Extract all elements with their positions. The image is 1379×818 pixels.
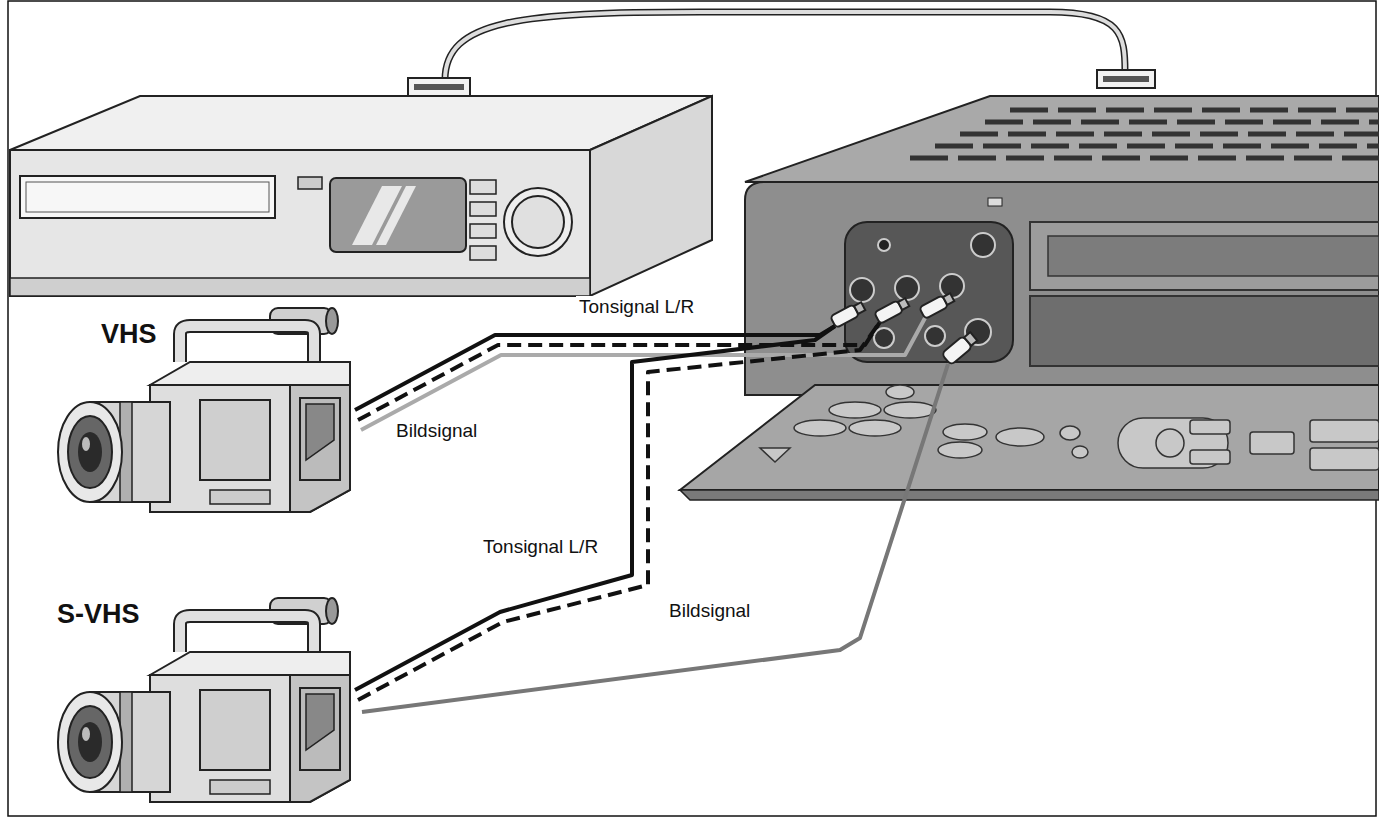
- vhs-camcorder: [58, 308, 350, 512]
- signal-label: Tonsignal L/R: [576, 296, 697, 319]
- rca-plugs-part-part: [854, 302, 865, 314]
- front-buttons-part: [1156, 429, 1184, 457]
- video-recorder-target-part: [878, 239, 890, 251]
- device-label: S-VHS: [54, 598, 143, 630]
- front-buttons-part: [1072, 446, 1088, 458]
- scart-cable-part: [408, 78, 470, 96]
- front-buttons-part: [1190, 420, 1230, 434]
- vhs-cables-part: [355, 326, 835, 410]
- front-buttons-part: [996, 428, 1044, 446]
- front-buttons: [760, 385, 1379, 470]
- video-recorder-source-part: [10, 278, 590, 296]
- rca-plugs: [830, 291, 978, 365]
- video-recorder-target-part: [925, 326, 945, 346]
- front-buttons-part: [1190, 450, 1230, 464]
- video-recorder-target-part: [845, 222, 1013, 362]
- svhs-cables: [355, 322, 948, 712]
- video-recorder-source-part: [376, 186, 416, 245]
- signal-label: Bildsignal: [666, 600, 753, 623]
- front-buttons-part: [886, 385, 914, 399]
- front-buttons-part: [760, 448, 790, 462]
- video-recorder-source-part: [330, 178, 466, 252]
- video-recorder-target-part: [940, 274, 964, 298]
- vhs-cables: [355, 318, 925, 430]
- video-recorder-source-part: [512, 196, 564, 248]
- vhs-cables-part: [361, 318, 925, 430]
- rca-plugs-part: [830, 300, 866, 327]
- scart-cable: [408, 12, 1155, 96]
- signal-label: Tonsignal L/R: [480, 536, 601, 559]
- video-recorder-target-part: [1030, 222, 1379, 290]
- scart-cable-part: [445, 12, 1125, 80]
- video-recorder-source-part: [10, 150, 590, 296]
- video-recorder-source-part: [20, 176, 275, 218]
- front-buttons-part: [884, 402, 936, 418]
- video-recorder-target-part: [1030, 296, 1379, 366]
- video-recorder-source-part: [470, 224, 496, 238]
- scart-cable-part: [445, 12, 1125, 80]
- video-recorder-target: [680, 96, 1379, 500]
- scart-cable-part: [414, 84, 464, 90]
- svhs-cables-part: [355, 326, 835, 690]
- video-recorder-source-part: [504, 188, 572, 256]
- video-recorder-target-part: [1048, 236, 1379, 276]
- front-buttons-part: [938, 442, 982, 458]
- vent-slots-part: [985, 120, 1379, 125]
- front-buttons-part: [1310, 448, 1379, 470]
- video-recorder-target-part: [874, 328, 894, 348]
- scart-cable-part: [1103, 76, 1149, 82]
- video-recorder-target-part: [680, 490, 1379, 500]
- front-buttons-part: [1060, 426, 1080, 440]
- front-buttons-part: [1310, 420, 1379, 442]
- front-buttons-part: [794, 420, 846, 436]
- vent-slots-part: [935, 144, 1379, 149]
- video-recorder-source-part: [298, 177, 322, 189]
- scart-cable-part: [1097, 70, 1155, 88]
- rca-plugs-part: [941, 331, 978, 366]
- video-recorder-target-part: [965, 319, 991, 345]
- signal-label: Bildsignal: [393, 420, 480, 443]
- front-buttons-part: [849, 420, 901, 436]
- rca-plugs-part: [919, 291, 955, 318]
- vent-slots-part: [910, 156, 1379, 161]
- video-recorder-target-part: [895, 276, 919, 300]
- vent-slots-part: [1010, 108, 1379, 113]
- svhs-cables-part: [358, 322, 880, 700]
- vhs-cables-part: [358, 322, 880, 420]
- rca-plugs-part: [874, 296, 910, 323]
- video-recorder-target-part: [850, 278, 874, 302]
- video-recorder-source-part: [470, 246, 496, 260]
- video-recorder-target-part: [745, 182, 1379, 395]
- video-recorder-source-part: [470, 180, 496, 194]
- video-recorder-source: [10, 96, 712, 296]
- video-recorder-source-part: [590, 96, 712, 296]
- video-recorder-target-part: [988, 198, 1002, 206]
- video-recorder-source-part: [470, 202, 496, 216]
- rca-plugs-part-part: [943, 293, 954, 305]
- rca-plugs-part-part: [898, 298, 909, 310]
- rca-plugs-part-part: [964, 332, 977, 346]
- vent-slots-part: [960, 132, 1379, 137]
- svhs-cables-part: [362, 364, 948, 712]
- video-recorder-target-part: [680, 385, 1379, 490]
- front-buttons-part: [943, 424, 987, 440]
- video-recorder-target-part: [745, 96, 1379, 182]
- front-buttons-part: [829, 402, 881, 418]
- video-recorder-source-part: [26, 182, 269, 212]
- video-recorder-target-part: [971, 233, 995, 257]
- front-buttons-part: [1250, 432, 1294, 454]
- device-label: VHS: [98, 318, 160, 350]
- vent-slots: [910, 110, 1379, 158]
